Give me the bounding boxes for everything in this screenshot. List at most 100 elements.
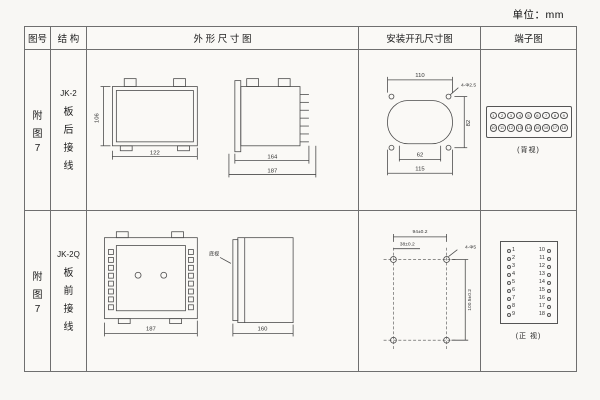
- structure-cell: JK-2 板 后 接 线: [50, 49, 87, 211]
- figure-char: 图: [32, 128, 43, 140]
- header-outline: 外 形 尺 寸 图: [86, 26, 359, 50]
- terminal-dot-icon: [506, 272, 511, 277]
- terminal-dot-icon: [506, 264, 511, 269]
- figure-char: 附: [32, 271, 43, 283]
- dim-holes: 4-Φ2.5: [460, 83, 475, 89]
- terminal-circle: 14: [524, 124, 533, 132]
- header-mounting: 安装开孔尺寸图: [358, 26, 481, 50]
- structure-char: 线: [63, 321, 74, 333]
- terminal-number: 15: [538, 286, 545, 293]
- terminal-circle: 5: [524, 111, 533, 119]
- terminal-number: 9: [512, 310, 516, 317]
- terminal-number: 6: [512, 286, 516, 293]
- mounting-drawing-jk2q: 94±0.2 38±0.2 4-Φ5 100.5±0.2: [383, 229, 476, 351]
- dim-side-depth: 164: [267, 155, 278, 161]
- terminal-dot-icon: [506, 312, 511, 317]
- terminal-circle: 7: [542, 111, 550, 119]
- dim-hole-span-height: 100.5±0.2: [467, 289, 473, 311]
- header-terminal: 端子图: [480, 26, 577, 50]
- terminal-circle: 13: [515, 124, 524, 132]
- figure-char: 7: [34, 303, 41, 315]
- terminal-circle: 10: [489, 124, 497, 132]
- terminal-number: 10: [538, 246, 545, 253]
- terminal-number: 12: [538, 262, 545, 269]
- terminal-dot-icon: [506, 304, 511, 309]
- terminal-number: 17: [538, 302, 545, 309]
- dim-total-width: 115: [415, 166, 425, 172]
- structure-char: 后: [63, 124, 74, 136]
- model-label: JK-2Q: [57, 249, 80, 259]
- dim-inner-span: 38±0.2: [399, 242, 414, 248]
- structure-char: 线: [63, 160, 74, 172]
- mounting-drawing-jk2: 110 4-Φ2.5 82 62 115: [386, 73, 476, 176]
- structure-char: 板: [63, 106, 74, 118]
- view-label-rear: (背视): [517, 146, 540, 154]
- unit-label: 单位：mm: [512, 9, 564, 21]
- structure-char: 前: [63, 285, 74, 297]
- header-figure-no: 图号: [24, 26, 51, 50]
- terminal-number: 8: [512, 302, 516, 309]
- outline-cell: 187 160 底视: [86, 210, 359, 372]
- terminal-circle: 2: [498, 111, 506, 119]
- terminal-number: 16: [538, 294, 545, 301]
- terminal-dot-icon: [506, 280, 511, 285]
- terminal-circle: 11: [498, 124, 506, 132]
- terminal-number: 3: [512, 262, 516, 269]
- dim-holes: 4-Φ5: [465, 245, 476, 251]
- terminal-number: 13: [538, 270, 545, 277]
- terminal-pair: 8 17: [506, 302, 551, 310]
- structure-char: 板: [63, 267, 74, 279]
- terminal-circle: 3: [507, 111, 515, 119]
- terminal-dot-icon: [546, 256, 551, 261]
- terminal-row-bottom: 10 11 12 13 14 15 16 17 18: [489, 124, 568, 132]
- terminal-number: 2: [512, 254, 516, 261]
- terminal-circle: 8: [551, 111, 559, 119]
- figure-char: 附: [32, 110, 43, 122]
- structure-char: 接: [63, 303, 74, 315]
- dim-front-width: 122: [149, 151, 159, 157]
- terminal-circle: 9: [560, 111, 568, 119]
- outline-drawing-jk2q: 187 160 底视: [103, 231, 294, 337]
- terminal-cell: 1 10 2 11 3 12: [480, 210, 577, 372]
- header-row: 图号 结 构 外 形 尺 寸 图 安装开孔尺寸图 端子图: [24, 26, 577, 50]
- terminal-dot-icon: [546, 264, 551, 269]
- terminal-dot-icon: [546, 304, 551, 309]
- terminal-pair: 3 12: [506, 262, 551, 270]
- terminal-dot-icon: [546, 272, 551, 277]
- dim-cutout-height: 82: [466, 120, 472, 127]
- outline-drawing-jk2: 106 122 164 187: [94, 78, 316, 178]
- dim-cutout-width: 110: [415, 73, 425, 79]
- terminal-number: 4: [512, 270, 516, 277]
- view-label-front: (正 视): [515, 333, 542, 341]
- terminal-circle: 18: [560, 124, 568, 132]
- terminal-pair: 9 18: [506, 310, 551, 318]
- terminal-dot-icon: [506, 288, 511, 293]
- table-row-jk2: 附 图 7 JK-2 板 后 接 线: [24, 49, 577, 211]
- terminal-pair: 2 11: [506, 254, 551, 262]
- figure-char: 7: [34, 142, 41, 154]
- mounting-cell: 110 4-Φ2.5 82 62 115: [358, 49, 481, 211]
- figure-number-cell: 附 图 7: [24, 210, 51, 372]
- terminal-number: 11: [539, 254, 545, 261]
- terminal-number: 14: [538, 278, 545, 285]
- terminal-number: 1: [512, 246, 516, 253]
- terminal-dot-icon: [546, 288, 551, 293]
- terminal-circle: 17: [551, 124, 559, 132]
- terminal-dot-icon: [546, 312, 551, 317]
- terminal-circle: 16: [542, 124, 550, 132]
- terminal-circle: 6: [533, 111, 542, 119]
- terminal-dot-icon: [506, 256, 511, 261]
- terminal-circle: 12: [507, 124, 515, 132]
- terminal-cell: 1 2 3 4 5 6 7 8 9 10: [480, 49, 577, 211]
- terminal-pair: 1 10: [506, 246, 551, 254]
- outline-view-label: 底视: [209, 250, 219, 257]
- model-label: JK-2: [60, 88, 77, 98]
- dim-hole-span-width: 94±0.2: [412, 229, 427, 235]
- terminal-pair: 7 16: [506, 294, 551, 302]
- terminal-diagram-rear: 1 2 3 4 5 6 7 8 9 10: [485, 105, 572, 138]
- terminal-dot-icon: [546, 280, 551, 285]
- terminal-number: 18: [538, 310, 545, 317]
- terminal-pair: 5 14: [506, 278, 551, 286]
- dim-front-height: 106: [94, 113, 100, 124]
